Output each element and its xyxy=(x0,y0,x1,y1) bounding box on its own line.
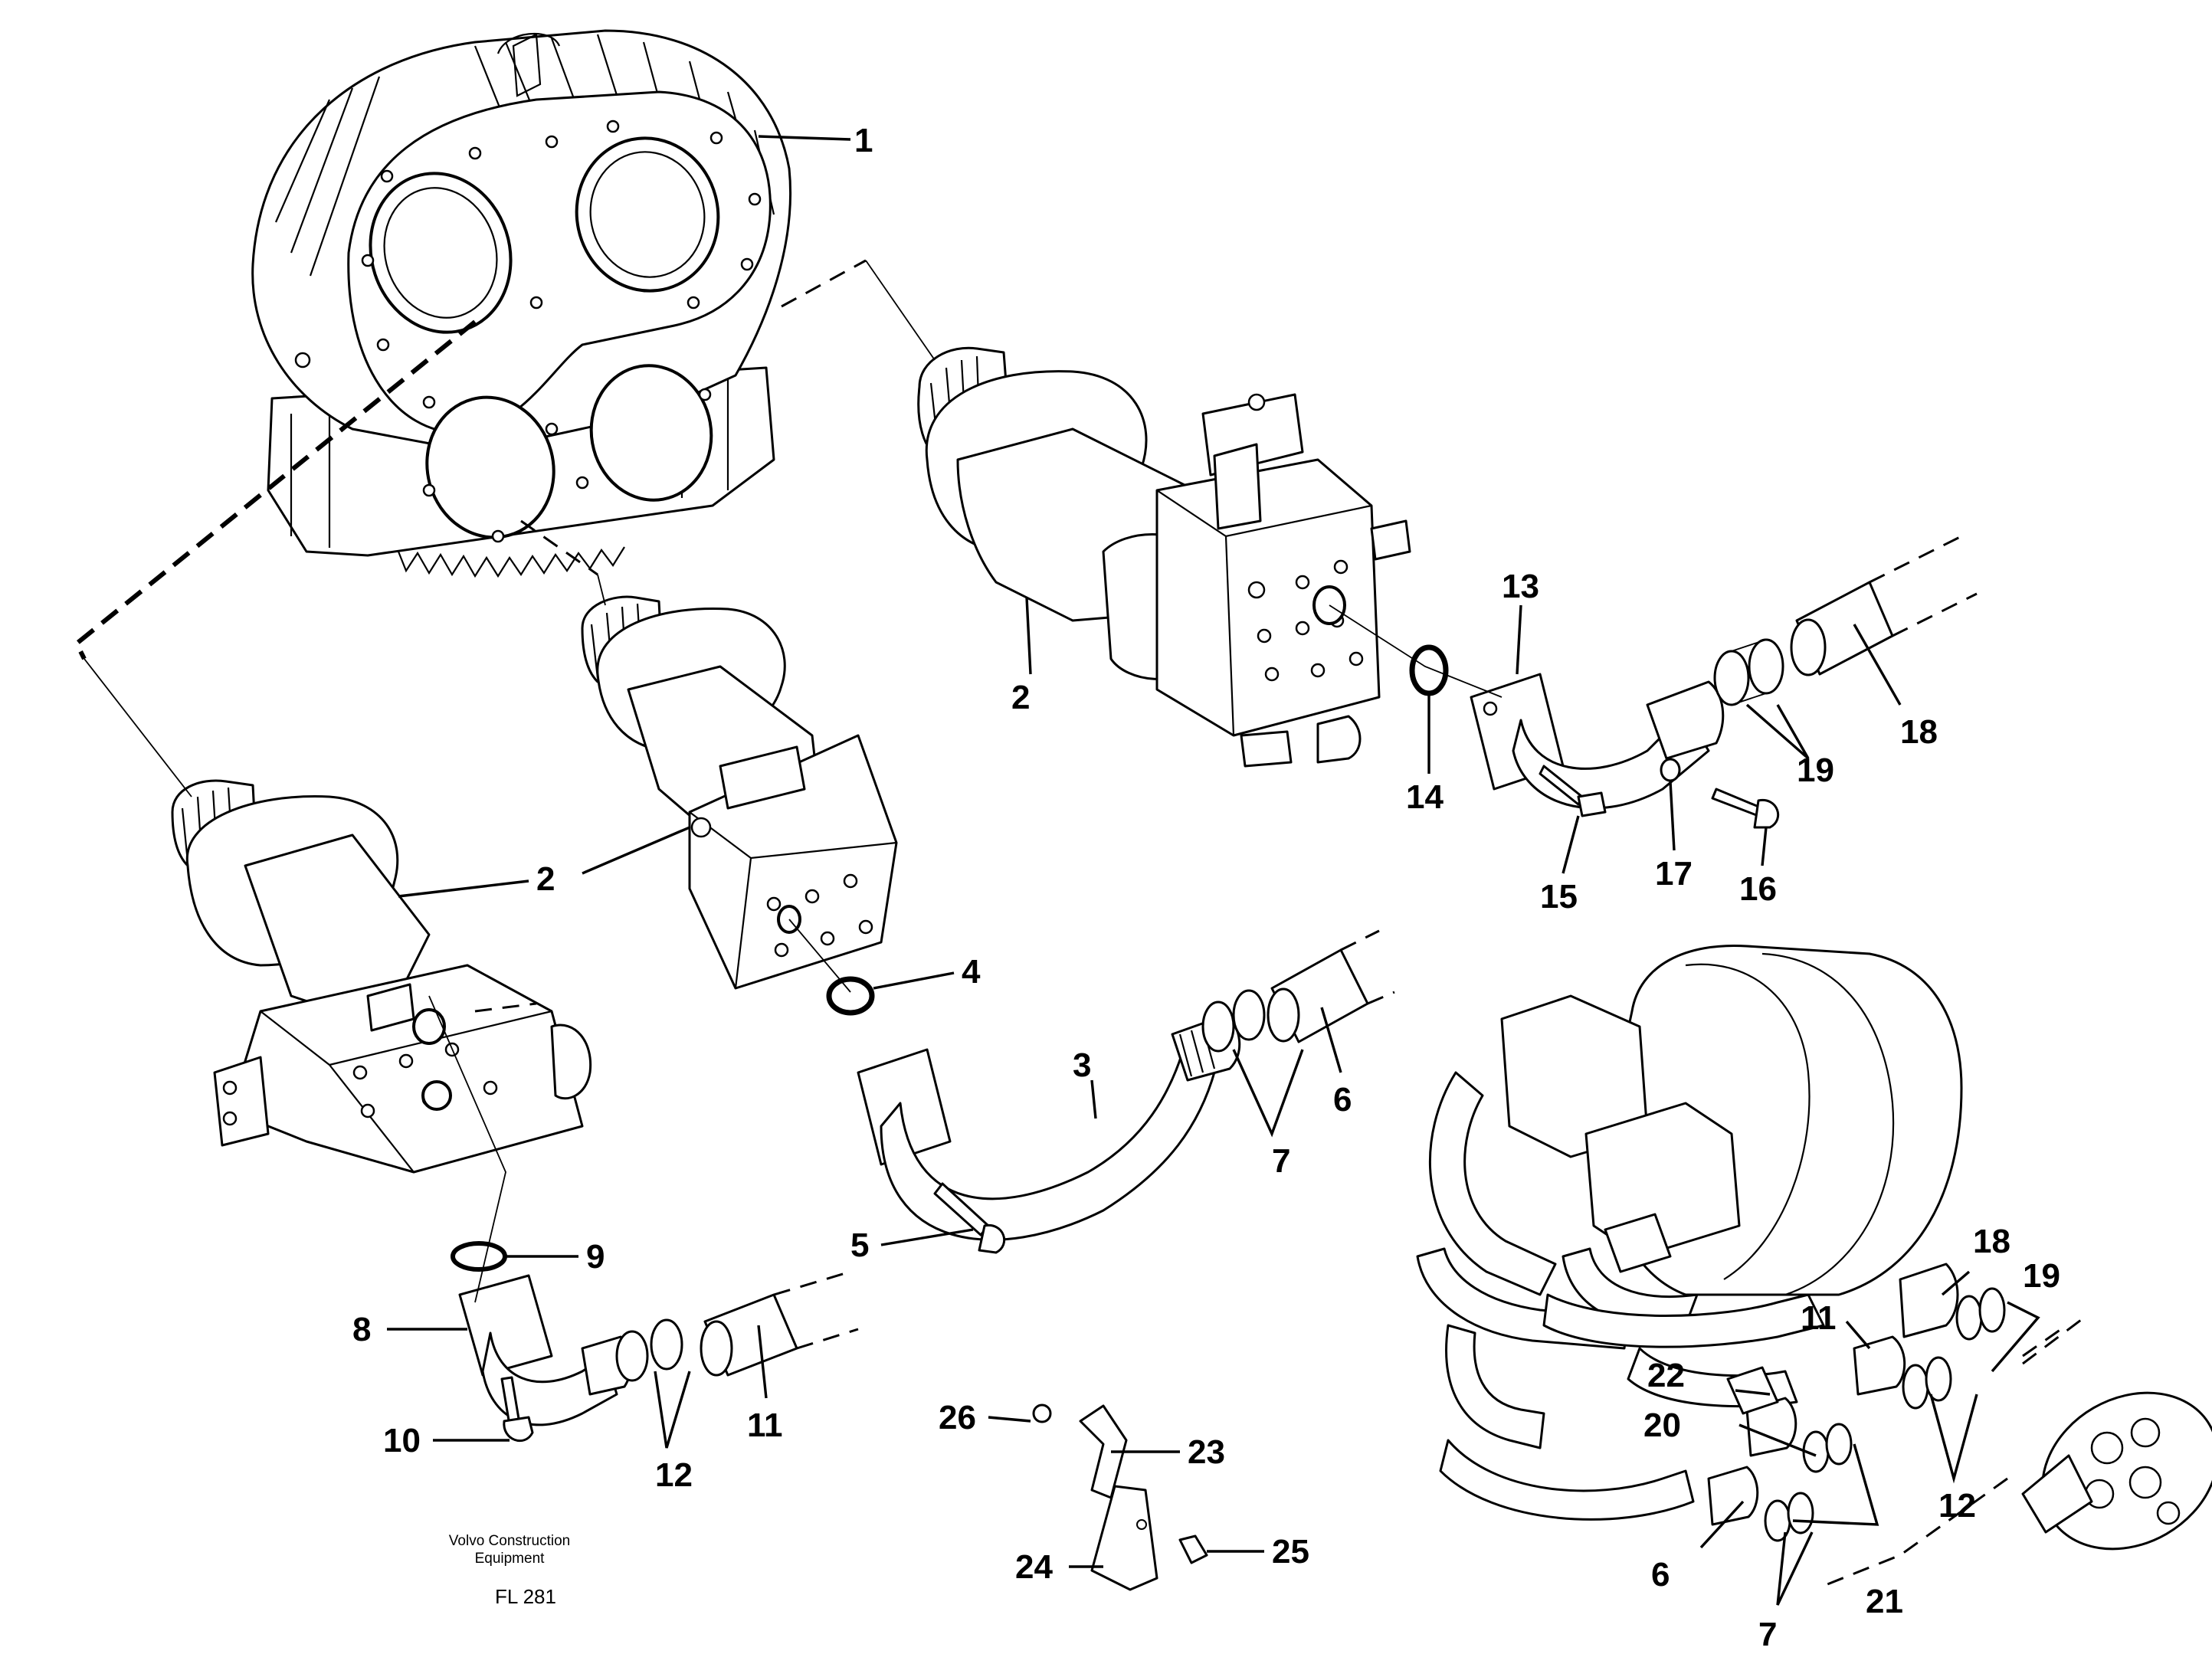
bolt-middle xyxy=(933,1182,1006,1254)
callout-22: 22 xyxy=(1647,1357,1685,1394)
hydraulic-pump-left xyxy=(171,779,592,1174)
callout-24: 24 xyxy=(1015,1548,1053,1586)
callout-19-upper: 19 xyxy=(1797,752,1834,789)
callout-15: 15 xyxy=(1540,878,1578,915)
bracket-assembly xyxy=(1032,1403,1208,1591)
callout-21: 21 xyxy=(1866,1583,1903,1620)
callout-25: 25 xyxy=(1272,1533,1309,1570)
hose-clamps-lower xyxy=(615,1318,683,1382)
callout-7-lower: 7 xyxy=(1758,1616,1777,1653)
callout-20: 20 xyxy=(1643,1407,1681,1444)
hose-clamps-middle xyxy=(1201,989,1266,1053)
callout-12-left: 12 xyxy=(655,1456,693,1494)
callout-7-middle: 7 xyxy=(1272,1142,1290,1180)
callout-17: 17 xyxy=(1655,855,1693,893)
bolt-lower xyxy=(500,1376,534,1443)
callout-26: 26 xyxy=(939,1399,976,1436)
callout-2-upper: 2 xyxy=(1011,679,1030,716)
hose-lower-left xyxy=(700,1270,859,1377)
alignment-lines xyxy=(74,259,2062,1358)
callout-18-lower: 18 xyxy=(1973,1223,2010,1260)
assembled-view xyxy=(1416,944,2212,1587)
hose-upper-right xyxy=(1790,535,1978,676)
maker-name-line1: Volvo Construction xyxy=(449,1533,570,1549)
callout-11-lower: 11 xyxy=(1801,1299,1837,1337)
flange-elbow-upper xyxy=(1470,673,1725,810)
flange-elbow-lower xyxy=(458,1274,632,1426)
callout-3: 3 xyxy=(1073,1046,1091,1084)
callout-23: 23 xyxy=(1188,1433,1225,1471)
callout-10: 10 xyxy=(383,1422,421,1459)
callout-14: 14 xyxy=(1406,778,1444,816)
callout-19-lower: 19 xyxy=(2023,1257,2060,1295)
pressure-pipe-middle xyxy=(857,1014,1241,1241)
callout-4: 4 xyxy=(962,953,981,991)
callout-8: 8 xyxy=(352,1311,371,1348)
bolts-upper xyxy=(1539,758,1780,829)
callout-16: 16 xyxy=(1739,870,1777,908)
o-rings xyxy=(451,644,1449,1272)
gear-housing xyxy=(251,29,792,578)
hydraulic-pump-middle xyxy=(581,595,898,990)
callout-18-upper: 18 xyxy=(1900,713,1938,751)
callout-6-middle: 6 xyxy=(1333,1081,1352,1118)
callout-12-lower: 12 xyxy=(1938,1487,1976,1525)
figure-code: FL 281 xyxy=(495,1585,556,1608)
figure-footer: Volvo Construction Equipment FL 281 xyxy=(449,1533,570,1608)
leader-lines xyxy=(387,135,2040,1606)
callout-1: 1 xyxy=(854,122,873,159)
maker-name-line2: Equipment xyxy=(475,1551,546,1567)
callout-6-lower: 6 xyxy=(1651,1556,1670,1593)
callout-13: 13 xyxy=(1502,568,1539,605)
callout-11-left: 11 xyxy=(747,1407,783,1444)
hose-clamps-upper xyxy=(1713,638,1784,706)
callout-5: 5 xyxy=(850,1227,869,1264)
hydraulic-pump-upper xyxy=(917,346,1411,768)
callout-9: 9 xyxy=(586,1238,605,1276)
hose-middle xyxy=(1267,929,1395,1043)
callout-labels: 1 2 2 3 4 5 6 6 7 7 8 9 10 11 11 12 12 1… xyxy=(352,122,2060,1653)
callout-2-left: 2 xyxy=(536,860,555,898)
